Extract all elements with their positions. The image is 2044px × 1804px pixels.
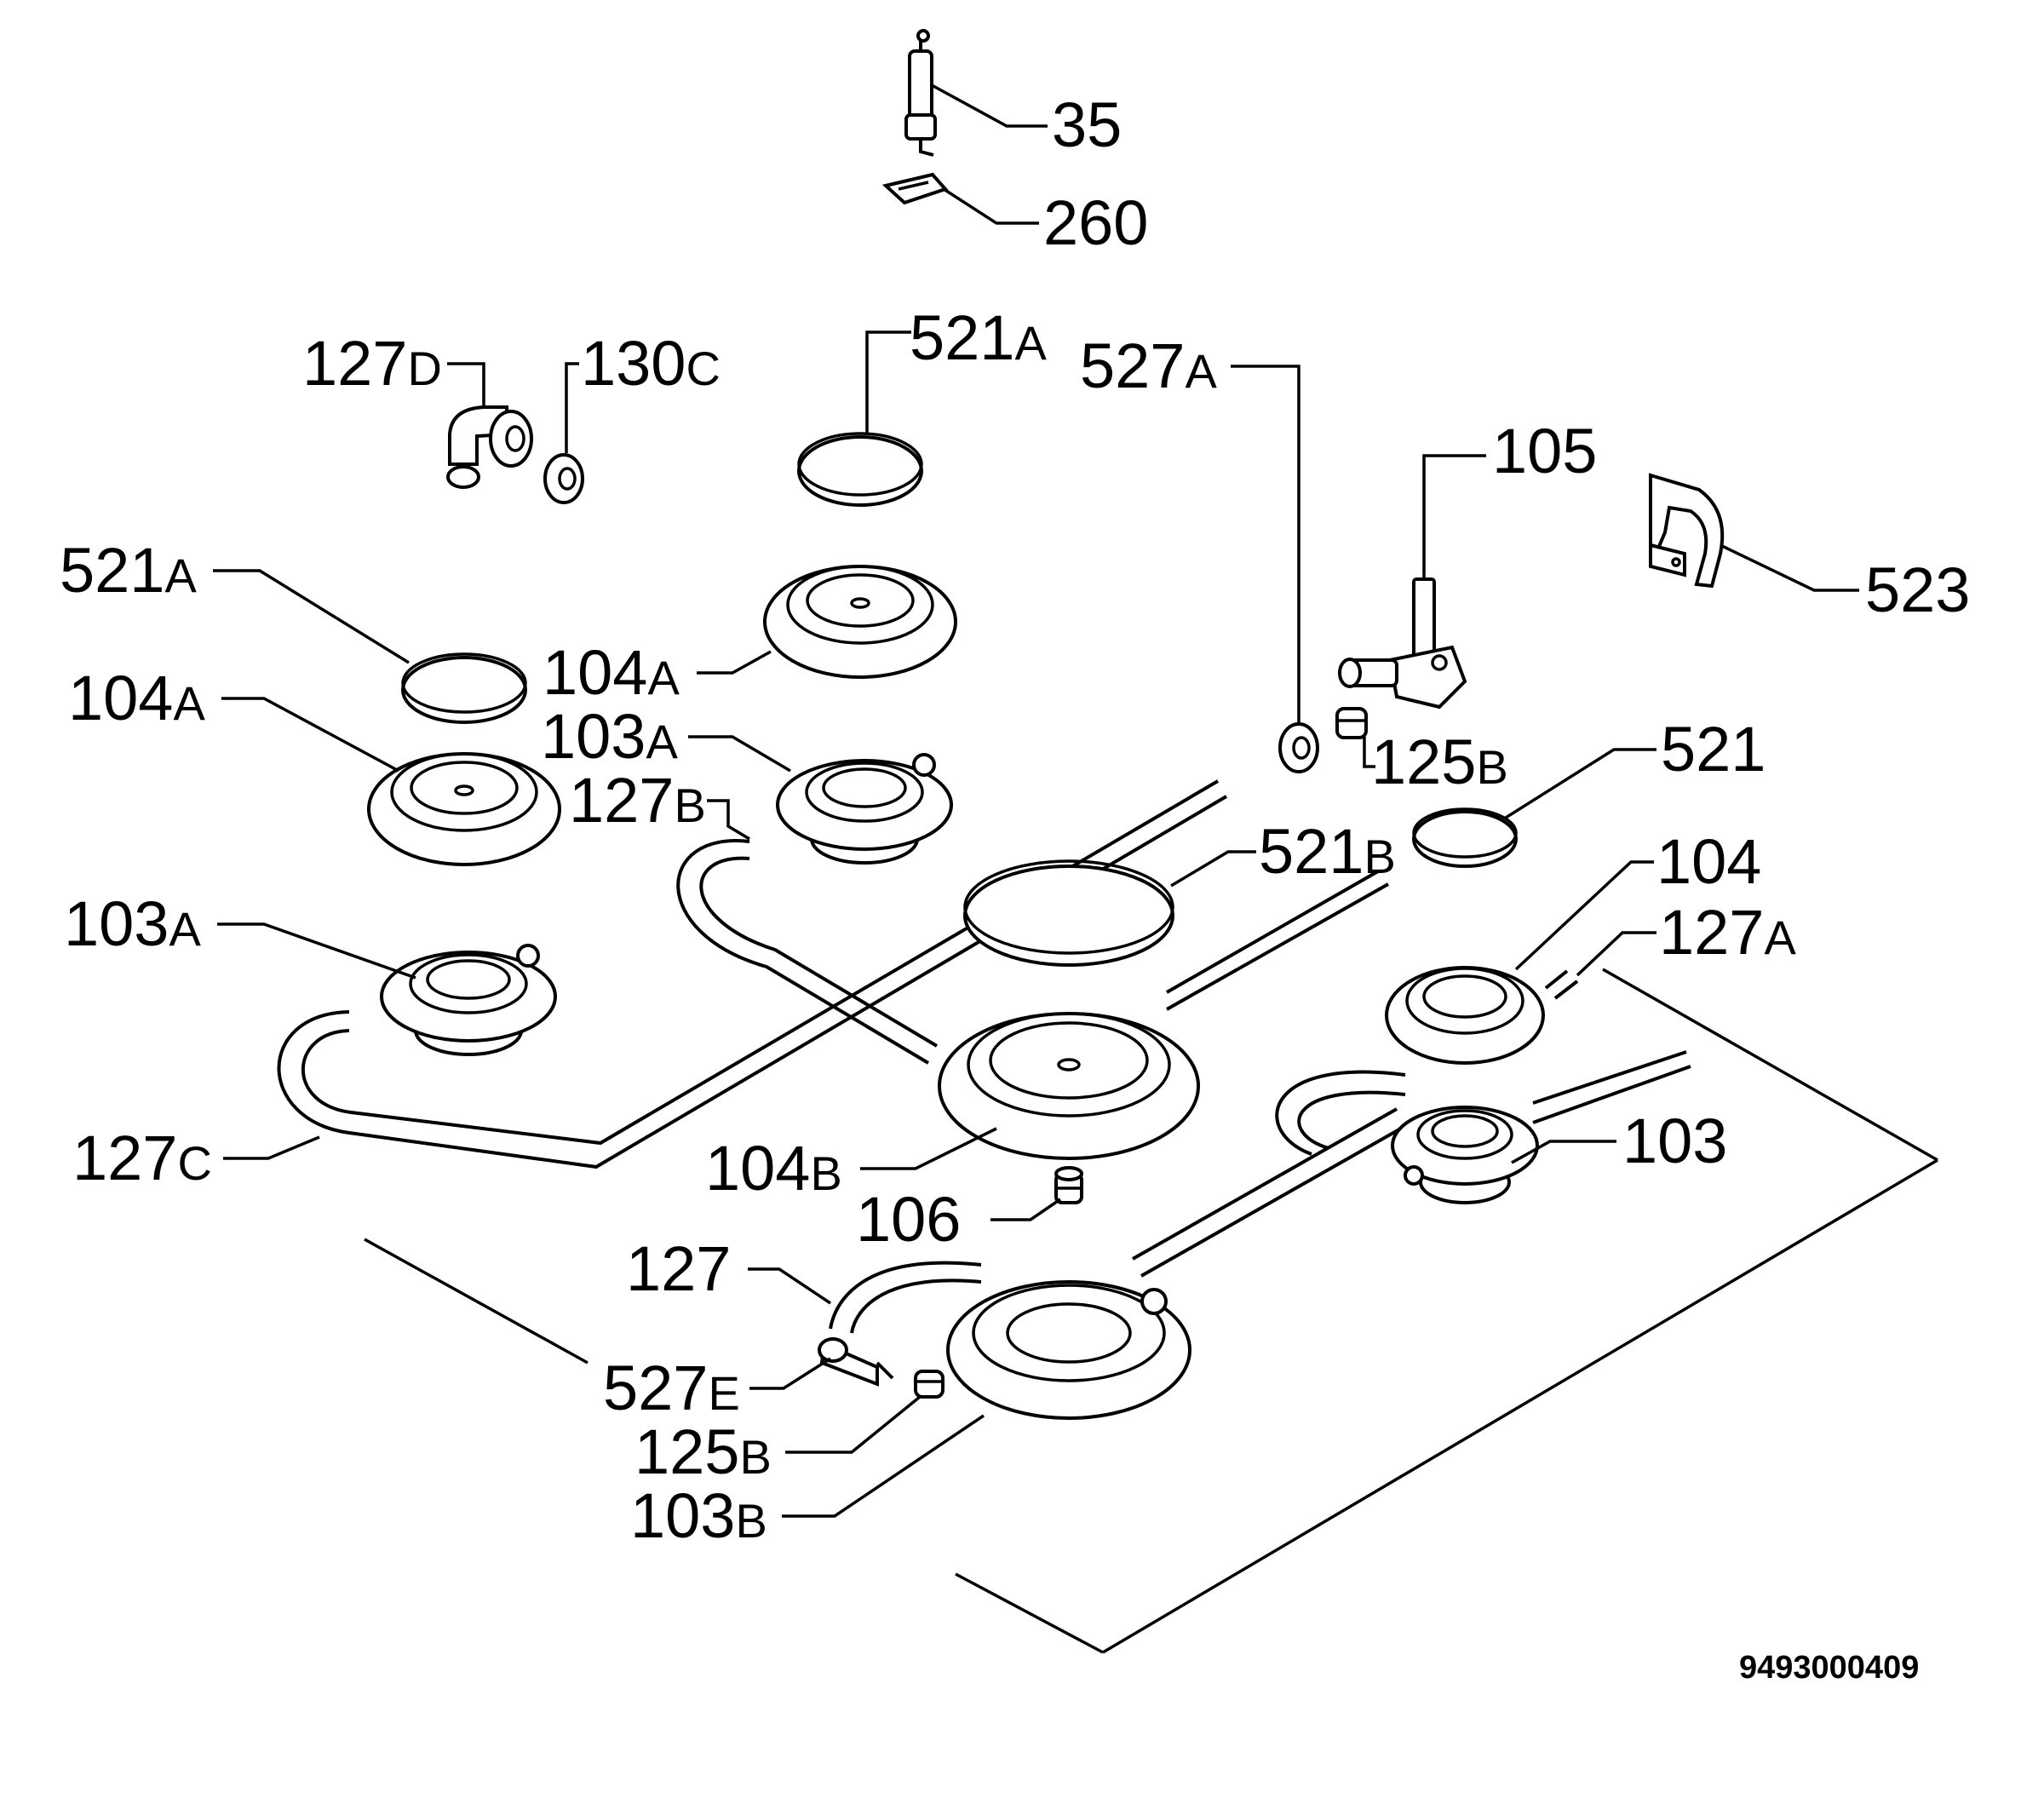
label-125b-top: 125B [1371, 727, 1508, 797]
gas-pipes [277, 779, 1691, 1334]
burner-cap-521 [1412, 807, 1518, 868]
burner-body-103 [1391, 1106, 1539, 1204]
label-127d: 127D [302, 328, 442, 399]
burner-body-103a-left [380, 944, 557, 1056]
elbow-127d [446, 405, 533, 489]
leader-lines [213, 83, 1859, 1518]
document-number: 9493000409 [1739, 1650, 1919, 1686]
label-103: 103 [1622, 1106, 1727, 1176]
burner-cap-521a-left [401, 652, 527, 724]
label-527a: 527A [1080, 330, 1217, 401]
burner-body-103b [946, 1280, 1191, 1420]
label-527e: 527E [603, 1353, 740, 1423]
injector-125b-top [1335, 707, 1368, 739]
flame-spreader-104 [1385, 966, 1545, 1065]
label-104a-mid: 104A [543, 637, 680, 708]
flame-spreader-104a-top [763, 565, 957, 679]
bracket-523 [1649, 473, 1725, 589]
injector-106 [1054, 1166, 1083, 1204]
label-106: 106 [856, 1184, 961, 1255]
nut-130c [543, 453, 584, 504]
label-523: 523 [1865, 554, 1970, 625]
label-521a-top: 521A [910, 302, 1047, 373]
label-103a-left: 103A [64, 888, 201, 959]
label-103a-mid: 103A [541, 701, 678, 772]
label-127c: 127C [72, 1123, 212, 1193]
label-130c: 130C [581, 328, 721, 399]
label-104: 104 [1656, 826, 1761, 897]
burner-cap-521b [963, 859, 1174, 967]
label-104a-left: 104A [68, 663, 205, 733]
label-127a: 127A [1659, 897, 1796, 968]
flame-spreader-104b [938, 1012, 1200, 1160]
burner-body-103a-mid [776, 753, 953, 865]
injector-125b-bottom [914, 1370, 944, 1399]
label-521: 521 [1661, 714, 1766, 784]
hob-outline [364, 968, 1938, 1654]
label-521a-left: 521A [60, 535, 197, 606]
nut-527a [1278, 722, 1319, 773]
label-35: 35 [1052, 89, 1122, 160]
connector-527e [818, 1337, 894, 1387]
burner-cap-521a-top [797, 432, 923, 507]
label-105: 105 [1492, 416, 1597, 486]
callout-labels: 35 260 127D 130C 521A 527A 105 523 521A … [60, 89, 1970, 1551]
label-127b: 127B [569, 765, 706, 836]
label-260: 260 [1043, 187, 1148, 258]
label-103b: 103B [630, 1480, 767, 1551]
label-127: 127 [626, 1233, 731, 1304]
gas-valve-105 [1338, 577, 1467, 710]
clip-260 [881, 172, 949, 205]
label-104b: 104B [705, 1133, 842, 1204]
thermocouple-35 [904, 29, 937, 157]
flame-spreader-104a-left [367, 752, 561, 866]
label-521b: 521B [1259, 816, 1396, 887]
label-125b-bottom: 125B [634, 1416, 772, 1487]
